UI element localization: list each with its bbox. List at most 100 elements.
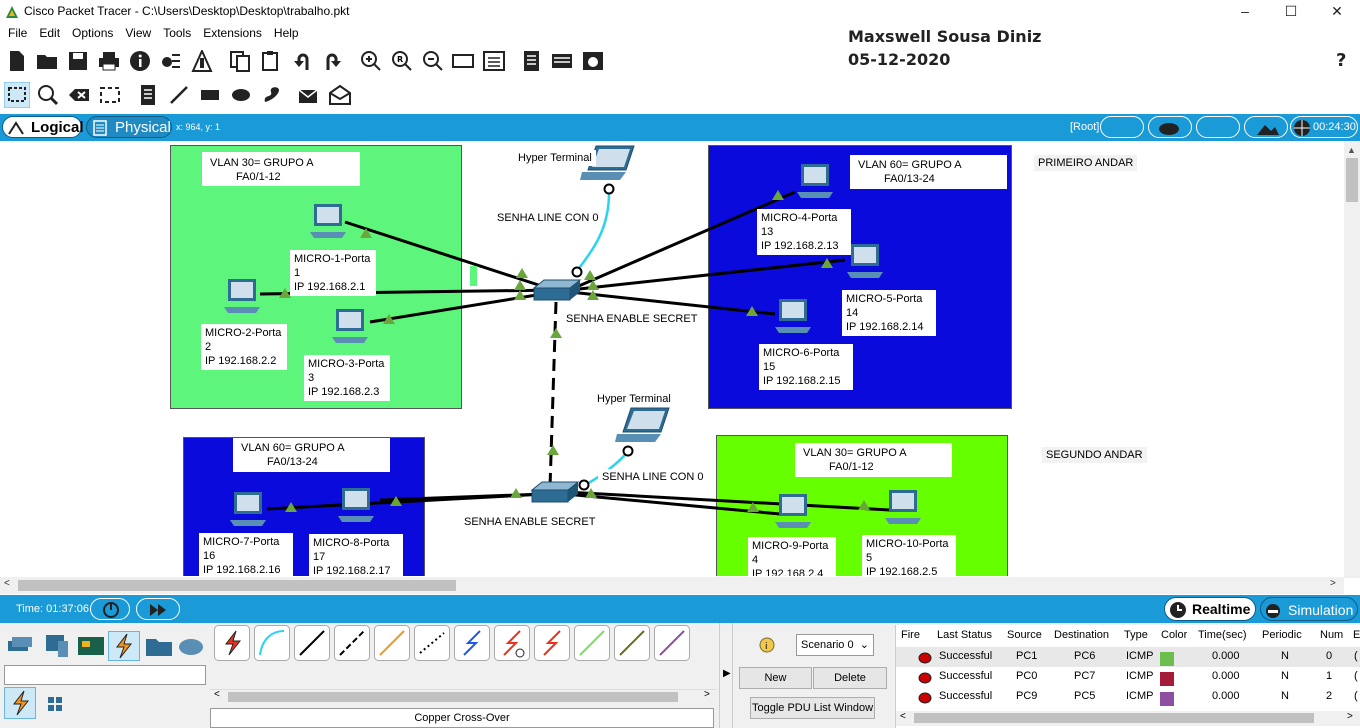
info-icon[interactable] xyxy=(129,50,151,72)
scroll-left-icon[interactable]: < xyxy=(4,578,10,589)
fiber-cable-icon[interactable] xyxy=(374,625,410,661)
cable-micro1-switch1[interactable] xyxy=(344,220,561,294)
save-icon[interactable] xyxy=(67,50,89,72)
end-devices-icon[interactable] xyxy=(42,633,72,659)
zoom-reset-icon[interactable]: R xyxy=(391,50,413,72)
help-icon[interactable]: ? xyxy=(1336,50,1347,71)
notes-icon[interactable] xyxy=(521,50,543,72)
phone-cable-icon[interactable] xyxy=(414,625,450,661)
connections-category-button[interactable] xyxy=(108,631,140,661)
maximize-button[interactable]: ☐ xyxy=(1284,3,1298,19)
micro-2-pc-icon[interactable] xyxy=(222,277,262,315)
toggle-pdu-list-button[interactable]: Toggle PDU List Window xyxy=(750,697,875,719)
cable-micro3-switch1[interactable] xyxy=(369,290,556,324)
menu-options[interactable]: Options xyxy=(72,26,114,40)
menu-help[interactable]: Help xyxy=(273,26,299,40)
menu-extensions[interactable]: Extensions xyxy=(203,26,262,40)
scroll-right-icon[interactable]: > xyxy=(704,689,710,700)
micro-10-pc-icon[interactable] xyxy=(883,488,923,526)
iot-custom-cable-icon[interactable] xyxy=(614,625,650,661)
realtime-tab[interactable]: Realtime xyxy=(1164,597,1256,621)
usb-cable-icon[interactable] xyxy=(654,625,690,661)
micro-6-pc-icon[interactable] xyxy=(773,297,813,335)
physical-tab[interactable]: Physical xyxy=(86,116,172,138)
micro-4-pc-icon[interactable] xyxy=(795,162,835,200)
freeform-icon[interactable] xyxy=(261,84,283,106)
fire-icon[interactable] xyxy=(918,672,932,684)
draw-rectangle-icon[interactable] xyxy=(199,84,221,106)
activity-wizard-icon[interactable] xyxy=(191,50,213,72)
custom-device-icon[interactable] xyxy=(483,50,505,72)
components-icon[interactable] xyxy=(76,633,106,659)
copper-cross-over-icon[interactable] xyxy=(334,625,370,661)
automatic-cable-icon[interactable] xyxy=(214,625,250,661)
fast-forward-button[interactable] xyxy=(136,598,180,620)
cable-scroll-thumb[interactable] xyxy=(228,692,678,702)
logical-tab[interactable]: Logical xyxy=(2,116,84,138)
micro-3-pc-icon[interactable] xyxy=(330,307,370,345)
pdu-scrollbar[interactable]: < > xyxy=(896,711,1360,726)
hyper-terminal-laptop-1-icon[interactable] xyxy=(580,144,636,182)
menu-file[interactable]: File xyxy=(8,26,28,40)
undo-icon[interactable] xyxy=(291,50,313,72)
minimize-button[interactable]: – xyxy=(1241,3,1249,19)
horizontal-scroll-thumb[interactable] xyxy=(18,580,456,591)
draw-line-icon[interactable] xyxy=(168,84,190,106)
move-object-button[interactable] xyxy=(1196,116,1240,138)
expand-arrow-icon[interactable]: ▶ xyxy=(723,668,731,679)
new-file-icon[interactable] xyxy=(6,50,28,72)
micro-8-pc-icon[interactable] xyxy=(336,486,376,524)
add-simple-pdu-icon[interactable] xyxy=(298,84,320,106)
menu-view[interactable]: View xyxy=(125,26,152,40)
serial-dce-icon[interactable] xyxy=(494,625,530,661)
multiuser-connection-icon[interactable] xyxy=(176,633,206,659)
device-search-box[interactable] xyxy=(4,665,206,685)
octal-cable-icon[interactable] xyxy=(574,625,610,661)
vertical-scrollbar[interactable]: ▲ xyxy=(1344,142,1360,578)
vertical-scroll-thumb[interactable] xyxy=(1346,158,1358,202)
fire-icon[interactable] xyxy=(918,652,932,664)
zoom-out-icon[interactable] xyxy=(422,50,444,72)
scenario-select[interactable]: Scenario 0⌄ xyxy=(796,634,874,656)
selected-subcategory-button[interactable] xyxy=(4,687,36,719)
pdu-edit[interactable]: ( xyxy=(1354,690,1358,702)
micro-7-pc-icon[interactable] xyxy=(228,490,268,528)
open-folder-icon[interactable] xyxy=(36,50,58,72)
drawing-palette-icon[interactable] xyxy=(452,50,474,72)
coaxial-cable-icon[interactable] xyxy=(454,625,490,661)
print-icon[interactable] xyxy=(98,50,120,72)
scroll-up-icon[interactable]: ▲ xyxy=(1347,145,1356,155)
cable-micro6-switch1[interactable] xyxy=(569,290,776,316)
scroll-left-icon[interactable]: < xyxy=(900,711,906,722)
root-label[interactable]: [Root] xyxy=(1070,121,1100,133)
set-background-button[interactable] xyxy=(1244,116,1288,138)
fire-icon[interactable] xyxy=(918,692,932,704)
close-button[interactable]: ✕ xyxy=(1331,3,1343,19)
network-info-icon[interactable] xyxy=(160,50,182,72)
pdu-scroll-thumb[interactable] xyxy=(914,713,1314,723)
power-cycle-button[interactable] xyxy=(90,598,130,620)
resize-shape-icon[interactable] xyxy=(99,84,121,106)
scroll-right-icon[interactable]: > xyxy=(1347,711,1353,722)
select-tool-icon[interactable] xyxy=(4,82,30,108)
menu-tools[interactable]: Tools xyxy=(163,26,192,40)
pdu-row[interactable]: Successful PC0 PC7 ICMP 0.000 N 1 ( xyxy=(896,667,1360,687)
zoom-in-icon[interactable] xyxy=(360,50,382,72)
micro-5-pc-icon[interactable] xyxy=(845,242,885,280)
console-cable-1[interactable] xyxy=(576,188,611,271)
horizontal-scrollbar[interactable]: < > xyxy=(0,577,1344,594)
cable-scrollbar[interactable]: < > xyxy=(210,689,716,703)
micro-1-pc-icon[interactable] xyxy=(308,202,348,240)
switch-2-icon[interactable] xyxy=(530,480,580,506)
pdu-edit[interactable]: ( xyxy=(1354,670,1358,682)
place-note-icon[interactable] xyxy=(137,84,159,106)
web-icon[interactable] xyxy=(582,50,604,72)
pdu-row[interactable]: Successful PC1 PC6 ICMP 0.000 N 0 ( xyxy=(896,647,1360,667)
console-cable-icon[interactable] xyxy=(254,625,290,661)
delete-icon[interactable] xyxy=(68,84,90,106)
grid-icon[interactable] xyxy=(44,693,66,715)
inspect-icon[interactable] xyxy=(37,84,59,106)
paste-icon[interactable] xyxy=(260,50,282,72)
back-button[interactable] xyxy=(1100,116,1144,138)
